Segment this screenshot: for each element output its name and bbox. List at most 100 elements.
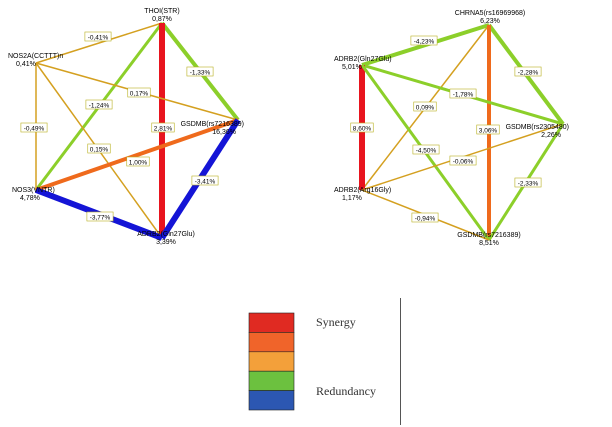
- edge-label-nos3-adrb2: -3,77%: [86, 211, 114, 222]
- edge-label-text: -1,78%: [453, 91, 474, 98]
- edge-label-nos2a-nos3: -0,49%: [20, 122, 48, 133]
- node-value: 8,51%: [479, 240, 499, 247]
- edge-nos3-gsdmb: [35, 118, 239, 192]
- legend-swatch: [248, 312, 295, 333]
- legend-synergy-label: Synergy: [316, 315, 356, 329]
- node-name: NOS3(VNTR): [12, 187, 55, 194]
- edge-labels: -0,41% -1,33% -1,24% 2,81% 0,17% -0,49% 0,15% 1…: [20, 31, 219, 222]
- edge-label-gsdmb23-gsdmb72: -2,33%: [514, 177, 542, 188]
- edge-label-box: [350, 122, 374, 133]
- node-name: ADRB2(Gln27Glu): [137, 231, 195, 238]
- edge-tho-nos2a: [35, 22, 163, 64]
- edge-label-box: [411, 212, 439, 223]
- nodes: CHRNA5(rs16969968)6,23% ADRB2(Gln27Glu)5,…: [334, 10, 569, 247]
- edge-label-text: -4,50%: [416, 147, 437, 154]
- edge-label-box: [87, 143, 111, 154]
- node-name: GSDMB(rs7216389): [181, 121, 244, 128]
- edge-label-text: 0,09%: [416, 104, 435, 111]
- edge-label-box: [127, 87, 151, 98]
- node-gsdmb72: GSDMB(rs7216389)8,51%: [457, 232, 520, 247]
- legend-swatch: [248, 351, 295, 372]
- node-value: 2,26%: [541, 132, 561, 139]
- node-value: 0,87%: [152, 16, 172, 23]
- edge-label-box: [449, 88, 477, 99]
- node-nos2a: NOS2A(CCTTT)n0,41%: [8, 53, 63, 68]
- node-name: ADRB2(Arg16Gly): [334, 187, 391, 194]
- edges: [34, 21, 241, 241]
- legend-redundancy-label: Redundancy: [316, 384, 376, 398]
- edges: [359, 23, 565, 241]
- edge-label-text: -0,06%: [453, 158, 474, 165]
- edge-label-text: -4,23%: [414, 38, 435, 45]
- legend-swatch: [248, 370, 295, 391]
- edge-label-tho-gsdmb: -1,33%: [186, 66, 214, 77]
- edge-label-text: 8,60%: [353, 125, 372, 132]
- edge-label-box: [449, 155, 477, 166]
- edge-label-text: -3,41%: [195, 178, 216, 185]
- edge-label-adrb2g-adrb2a: 8,60%: [350, 122, 374, 133]
- node-value: 16,36%: [212, 129, 236, 136]
- edge-label-box: [151, 122, 175, 133]
- node-adrb2a: ADRB2(Arg16Gly)1,17%: [334, 187, 391, 202]
- edge-label-text: -2,28%: [518, 69, 539, 76]
- node-value: 3,39%: [156, 239, 176, 246]
- edge-label-text: -0,41%: [88, 34, 109, 41]
- legend-swatches: [248, 312, 295, 411]
- edge-label-box: [20, 122, 48, 133]
- edge-label-text: -0,49%: [24, 125, 45, 132]
- edge-label-box: [191, 175, 219, 186]
- left-interaction-graph: -0,41% -1,33% -1,24% 2,81% 0,17% -0,49% 0,15% 1…: [8, 8, 244, 246]
- edge-label-nos2a-adrb2: 0,15%: [87, 143, 111, 154]
- node-value: 0,41%: [16, 61, 36, 68]
- edge-label-text: -3,77%: [90, 214, 111, 221]
- edge-label-box: [514, 177, 542, 188]
- edge-label-adrb2g-gsdmb72: -4,50%: [412, 144, 440, 155]
- node-value: 4,78%: [20, 195, 40, 202]
- node-name: ADRB2(Gln27Glu): [334, 56, 392, 63]
- edge-label-box: [413, 101, 437, 112]
- edge-label-chrna5-gsdmb72: 3,06%: [476, 124, 500, 135]
- edge-label-text: -0,94%: [415, 215, 436, 222]
- edge-label-box: [476, 124, 500, 135]
- node-value: 5,01%: [342, 64, 362, 71]
- node-name: NOS2A(CCTTT)n: [8, 53, 63, 60]
- edge-label-box: [412, 144, 440, 155]
- nodes: THOI(STR)0,87%NOS2A(CCTTT)n0,41%GSDMB(rs…: [8, 8, 244, 246]
- edge-label-text: 3,06%: [479, 127, 498, 134]
- edge-label-adrb2a-gsdmb72: -0,94%: [411, 212, 439, 223]
- edge-label-text: -1,33%: [190, 69, 211, 76]
- edge-label-text: 1,00%: [129, 159, 148, 166]
- node-adrb2: ADRB2(Gln27Glu)3,39%: [137, 231, 195, 246]
- color-legend: Synergy Redundancy: [248, 298, 401, 425]
- node-value: 1,17%: [342, 195, 362, 202]
- node-name: GSDMB(rs7216389): [457, 232, 520, 239]
- edge-label-text: 2,81%: [154, 125, 173, 132]
- edge-label-text: 0,17%: [130, 90, 149, 97]
- edge-label-chrna5-adrb2a: 0,09%: [413, 101, 437, 112]
- edge-label-text: 0,15%: [90, 146, 109, 153]
- edge-label-box: [514, 66, 542, 77]
- edge-label-text: -1,24%: [89, 102, 110, 109]
- node-gsdmb: GSDMB(rs7216389)16,36%: [181, 121, 244, 136]
- legend-swatch: [248, 390, 295, 411]
- edge-labels: -4,23% -2,28% 0,09% 3,06% -1,78% 8,60% -4,50% -…: [350, 35, 542, 223]
- edge-label-chrna5-adrb2g: -4,23%: [410, 35, 438, 46]
- edge-label-chrna5-gsdmb23: -2,28%: [514, 66, 542, 77]
- node-name: CHRNA5(rs16969968): [455, 10, 525, 17]
- edge-label-box: [410, 35, 438, 46]
- node-adrb2g: ADRB2(Gln27Glu)5,01%: [334, 56, 392, 71]
- edge-label-box: [86, 211, 114, 222]
- edge-label-text: -2,33%: [518, 180, 539, 187]
- edge-label-adrb2a-gsdmb23: -0,06%: [449, 155, 477, 166]
- edge-label-nos3-gsdmb: 1,00%: [126, 156, 150, 167]
- node-gsdmb23: GSDMB(rs2305480)2,26%: [506, 124, 569, 139]
- edge-label-box: [186, 66, 214, 77]
- edge-label-gsdmb-adrb2: -3,41%: [191, 175, 219, 186]
- node-name: GSDMB(rs2305480): [506, 124, 569, 131]
- legend-swatch: [248, 332, 295, 353]
- edge-label-box: [126, 156, 150, 167]
- node-nos3: NOS3(VNTR)4,78%: [12, 187, 55, 202]
- node-chrna5: CHRNA5(rs16969968)6,23%: [455, 10, 525, 25]
- edge-label-adrb2g-gsdmb23: -1,78%: [449, 88, 477, 99]
